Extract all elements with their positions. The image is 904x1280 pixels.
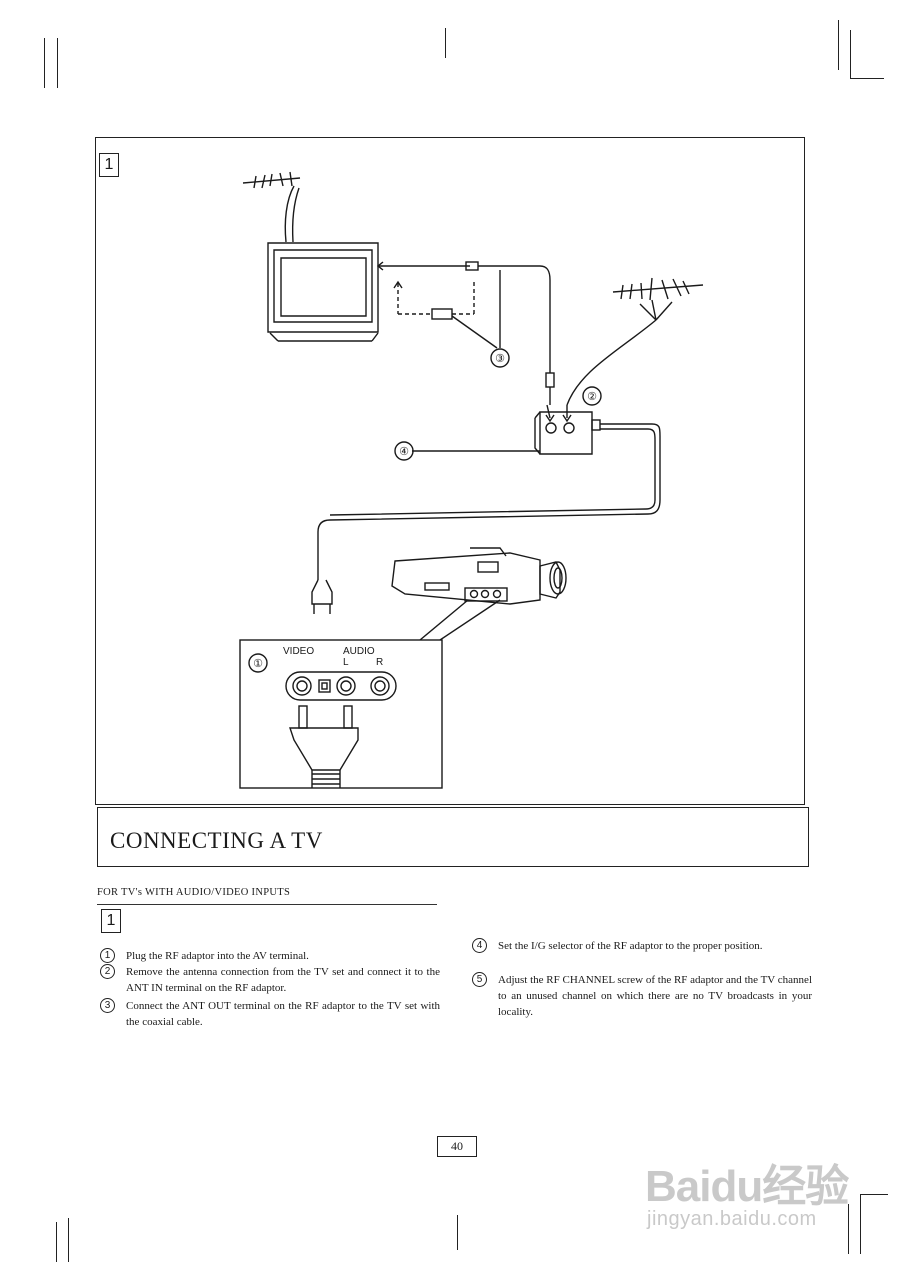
jack-label-video: VIDEO <box>283 646 314 657</box>
step-group-badge: 1 <box>101 909 121 933</box>
jack-label-audio: AUDIO <box>343 646 375 657</box>
step-2-text: Remove the antenna connection from the T… <box>126 966 440 994</box>
callout-3-circle <box>490 348 510 368</box>
step-3-marker: 3 <box>100 998 115 1013</box>
av-jack-panel <box>285 671 397 701</box>
callout-1-circle <box>248 653 268 673</box>
step-3: 3 Connect the ANT OUT terminal on the RF… <box>100 998 440 1030</box>
watermark-logo: Baidu经验 <box>645 1162 849 1211</box>
step-1-marker: 1 <box>100 948 115 963</box>
crop-mark-top-center <box>445 28 446 58</box>
callout-4: ④ <box>399 446 409 458</box>
av-plug-icon <box>289 705 359 788</box>
crop-mark-bottom-right-a <box>848 1204 849 1254</box>
crop-mark-bottom-left-b <box>68 1218 69 1262</box>
crop-mark-bottom-right-b <box>860 1194 861 1254</box>
callout-2-circle <box>582 386 602 406</box>
crop-mark-top-right-a <box>838 20 839 70</box>
crop-mark-bottom-center <box>457 1215 458 1250</box>
figure-number-badge: 1 <box>99 153 119 177</box>
callout-2: ② <box>587 391 597 403</box>
jack-label-r: R <box>376 657 383 668</box>
callout-4-circle <box>394 441 414 461</box>
step-5-marker: 5 <box>472 972 487 987</box>
tv-antenna-icon <box>242 171 301 243</box>
crop-mark-bottom-left-a <box>56 1222 57 1262</box>
step-5-text: Adjust the RF CHANNEL screw of the RF ad… <box>498 974 812 1018</box>
crop-mark-top-left-b <box>57 38 58 88</box>
coaxial-cable <box>376 261 555 405</box>
callout-1: ① <box>253 658 263 670</box>
step-4-marker: 4 <box>472 938 487 953</box>
watermark-url: jingyan.baidu.com <box>647 1208 817 1230</box>
jack-inset-box <box>239 639 443 789</box>
step-4: 4 Set the I/G selector of the RF adaptor… <box>472 938 812 970</box>
subheading: FOR TV's WITH AUDIO/VIDEO INPUTS <box>97 887 291 898</box>
rf-cable <box>317 423 661 580</box>
outdoor-antenna-icon <box>566 277 704 406</box>
step-4-text: Set the I/G selector of the RF adaptor t… <box>498 940 763 952</box>
balun-icon <box>431 308 453 320</box>
crop-mark-top-left-a <box>44 38 45 88</box>
callout-3: ③ <box>495 353 505 365</box>
alternate-cable-dashed <box>397 280 475 315</box>
title-box <box>97 807 809 867</box>
section-title: CONNECTING A TV <box>110 828 323 853</box>
jack-label-l: L <box>343 657 349 668</box>
figure-frame <box>95 137 805 805</box>
step-2: 2 Remove the antenna connection from the… <box>100 964 440 996</box>
step-5: 5 Adjust the RF CHANNEL screw of the RF … <box>472 972 812 1020</box>
page-number: 40 <box>437 1136 477 1157</box>
crop-mark-bottom-right-c <box>860 1194 888 1195</box>
camcorder-icon <box>391 547 567 605</box>
step-1-text: Plug the RF adaptor into the AV terminal… <box>126 950 309 962</box>
tv-set-icon <box>267 242 379 342</box>
watermark: Baidu经验 jingyan.baidu.com <box>645 1150 855 1240</box>
step-3-text: Connect the ANT OUT terminal on the RF a… <box>126 1000 440 1028</box>
step-1: 1 Plug the RF adaptor into the AV termin… <box>100 948 440 964</box>
crop-mark-top-right-c <box>850 78 884 79</box>
crop-mark-top-right-b <box>850 30 851 78</box>
rf-adaptor-icon <box>534 404 601 455</box>
step-2-marker: 2 <box>100 964 115 979</box>
subheading-rule <box>97 904 437 905</box>
